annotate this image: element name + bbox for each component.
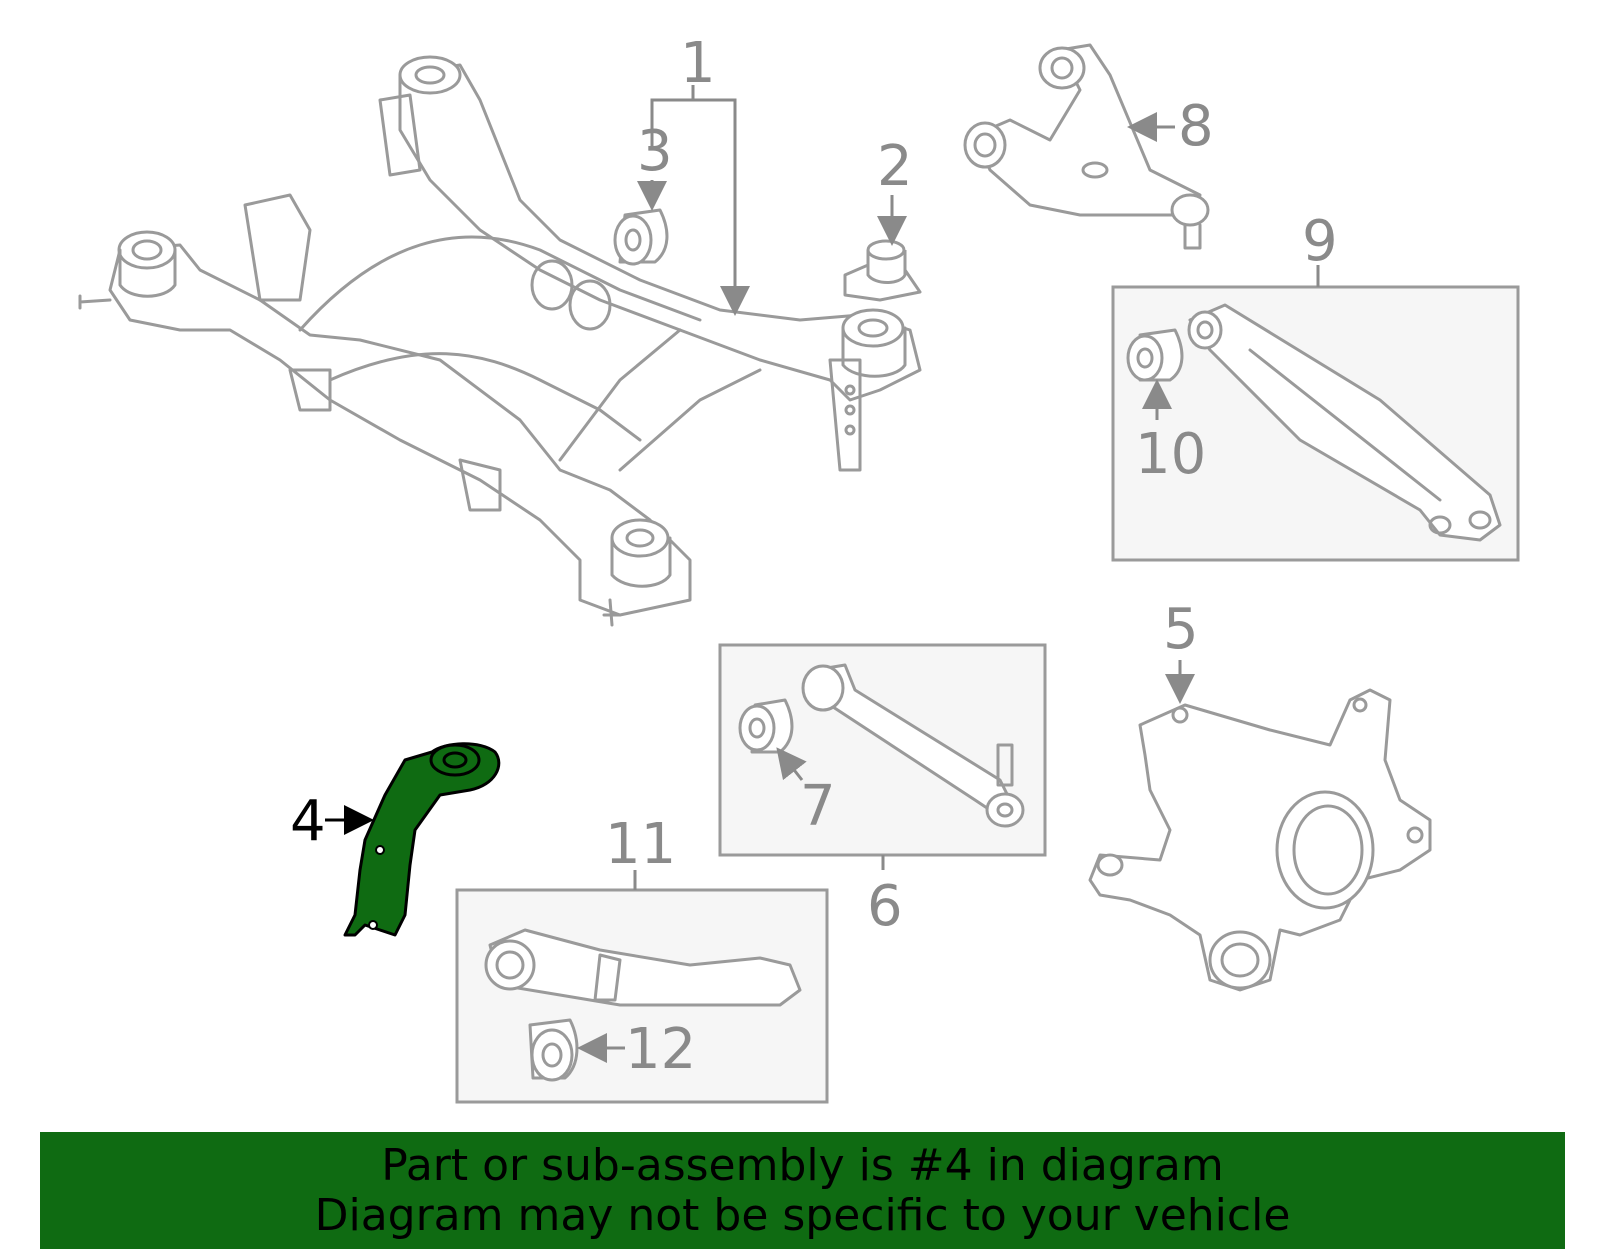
lower-arm-part-9 [1187, 303, 1502, 542]
upper-arm-part-8 [963, 43, 1210, 250]
callout-9: 9 [1302, 209, 1338, 274]
callout-10: 10 [1135, 422, 1206, 487]
callout-4: 4 [290, 789, 326, 854]
callout-7: 7 [800, 774, 836, 839]
callout-5: 5 [1163, 597, 1199, 662]
callout-6: 6 [867, 874, 903, 939]
bushing-part-7 [738, 698, 794, 754]
knuckle-part-5 [1088, 688, 1432, 992]
crossmember-part-1 [78, 55, 922, 627]
bushing-part-10 [1126, 328, 1184, 382]
callout-11: 11 [605, 812, 676, 877]
bushing-part-3 [613, 208, 669, 266]
leader-lines [325, 85, 1320, 1063]
info-banner: Part or sub-assembly is #4 in diagram Di… [40, 1132, 1565, 1249]
bushing-part-12 [528, 1018, 579, 1082]
mount-part-2 [843, 239, 922, 302]
lateral-link-part-6 [801, 663, 1025, 828]
highlighted-part-4[interactable] [343, 742, 501, 937]
banner-line-1: Part or sub-assembly is #4 in diagram [381, 1139, 1224, 1191]
callout-3: 3 [637, 119, 673, 184]
callout-12: 12 [625, 1017, 696, 1082]
callout-2: 2 [877, 134, 913, 199]
banner-line-2: Diagram may not be specific to your vehi… [314, 1189, 1291, 1241]
callout-8: 8 [1178, 94, 1214, 159]
trailing-arm-part-11 [484, 928, 802, 1007]
part-4-body[interactable] [343, 742, 501, 937]
callout-1: 1 [680, 31, 716, 96]
